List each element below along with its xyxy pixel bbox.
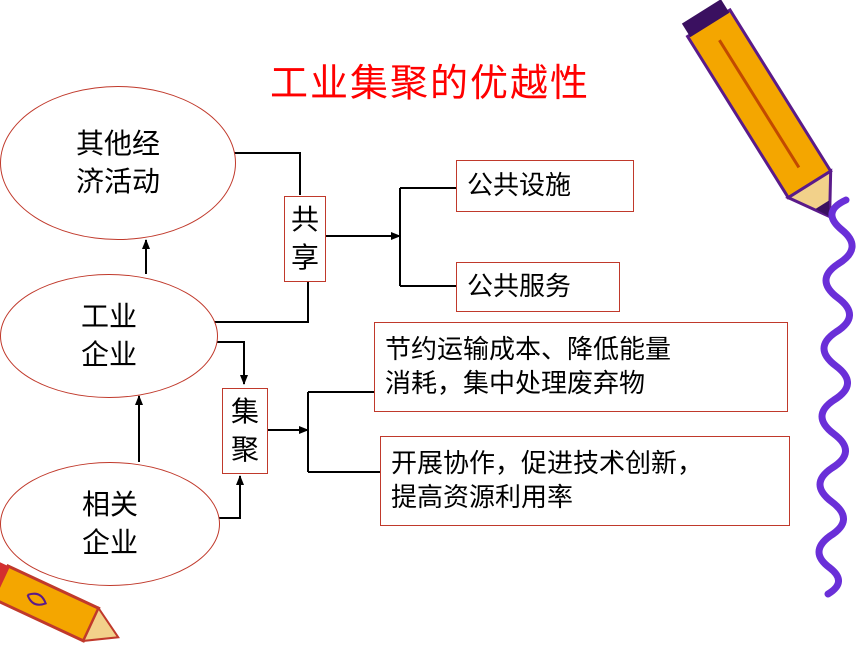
node-public-facilities: 公共设施 bbox=[456, 160, 634, 212]
node-share: 共 享 bbox=[284, 196, 326, 282]
node-related-enterprise-label: 相关 企业 bbox=[81, 488, 138, 559]
pencil-icon-top-right bbox=[681, 0, 833, 219]
node-public-services: 公共服务 bbox=[456, 262, 620, 312]
arrow-related-to-cluster bbox=[218, 475, 244, 519]
squiggle-line bbox=[815, 196, 856, 598]
node-other-activities-label: 其他经 济活动 bbox=[75, 127, 160, 198]
node-cluster-label: 集 聚 bbox=[230, 395, 259, 466]
node-benefit-2: 开展协作，促进技术创新， 提高资源利用率 bbox=[380, 436, 790, 526]
node-public-services-label: 公共服务 bbox=[467, 272, 572, 302]
arrow-industrial-to-cluster bbox=[216, 341, 248, 385]
node-industrial-enterprise: 工业 企业 bbox=[0, 274, 218, 398]
line-other-to-share bbox=[232, 152, 301, 195]
node-share-label: 共 享 bbox=[290, 203, 319, 274]
pencil-icon-bottom-left bbox=[0, 560, 120, 643]
node-cluster: 集 聚 bbox=[222, 388, 268, 474]
line-industrial-to-share bbox=[214, 282, 309, 323]
node-industrial-enterprise-label: 工业 企业 bbox=[80, 300, 137, 371]
node-other-activities: 其他经 济活动 bbox=[0, 86, 236, 240]
node-public-facilities-label: 公共设施 bbox=[467, 171, 572, 201]
node-benefit-2-label: 开展协作，促进技术创新， 提高资源利用率 bbox=[391, 449, 704, 513]
node-benefit-1-label: 节约运输成本、降低能量 消耗，集中处理废弃物 bbox=[385, 335, 672, 399]
diagram-title: 工业集聚的优越性 bbox=[269, 61, 590, 105]
node-related-enterprise: 相关 企业 bbox=[0, 462, 220, 586]
node-benefit-1: 节约运输成本、降低能量 消耗，集中处理废弃物 bbox=[374, 322, 788, 412]
